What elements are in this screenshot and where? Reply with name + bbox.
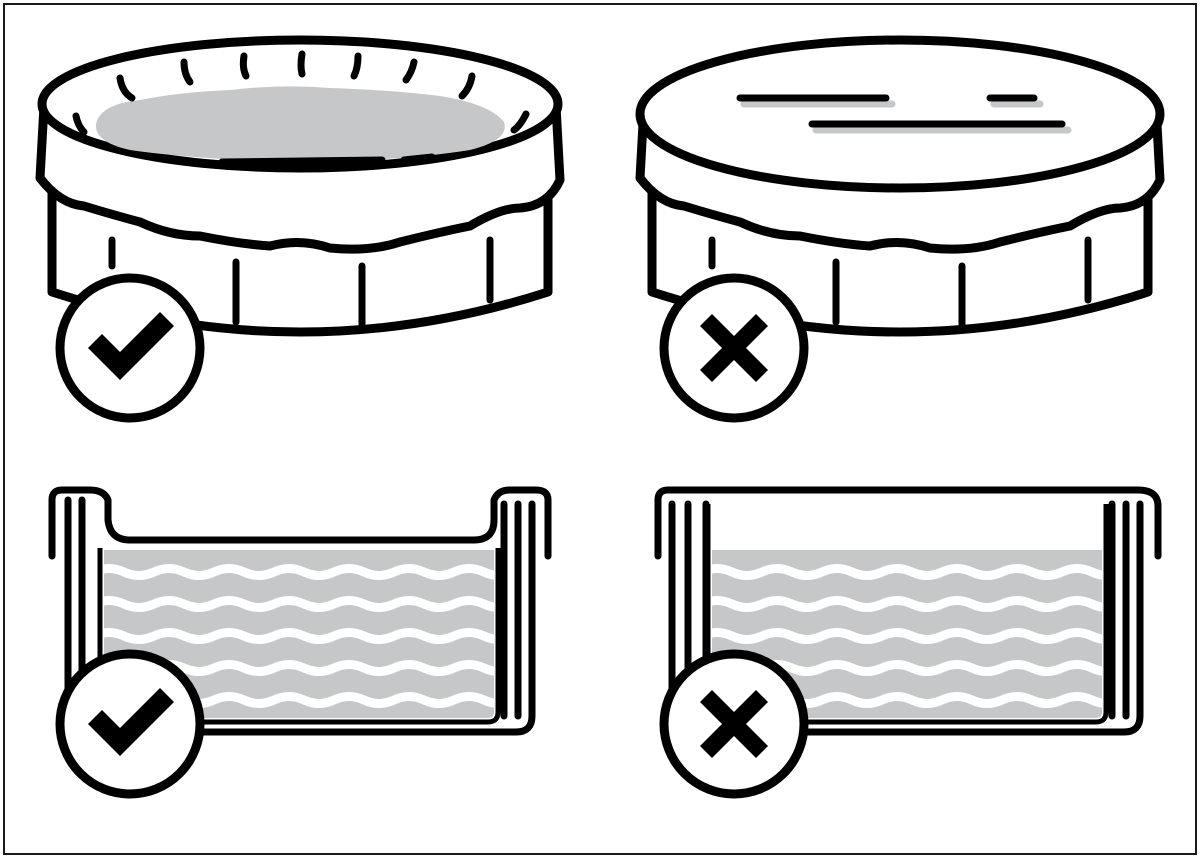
incorrect-badge (659, 273, 809, 423)
correct-badge (55, 273, 205, 423)
cover-folds (72, 50, 530, 166)
wave-line (712, 628, 1102, 644)
panel-water-level-low (654, 486, 1162, 799)
pool-section-outer (654, 486, 1162, 560)
pool-section-outer (48, 486, 552, 560)
checkmark-icon (88, 688, 174, 756)
pool-wall-supports (108, 236, 494, 328)
taut-lines (736, 94, 1072, 134)
correct-badge (55, 649, 205, 799)
taut-cover-top (635, 35, 1165, 193)
wave-line (104, 628, 494, 644)
wave-line (712, 596, 1102, 612)
cross-icon (700, 314, 768, 382)
incorrect-badge (659, 649, 809, 799)
panel-cover-taut (635, 35, 1165, 423)
wave-line (712, 564, 1102, 580)
pool-wall-supports (708, 236, 1092, 328)
wave-line (104, 564, 494, 580)
water-puddle (95, 86, 505, 162)
checkmark-icon (88, 312, 174, 380)
cross-icon (700, 690, 768, 758)
wave-line (104, 596, 494, 612)
panel-water-level-high (48, 486, 552, 799)
panel-cover-sagging (35, 35, 565, 423)
